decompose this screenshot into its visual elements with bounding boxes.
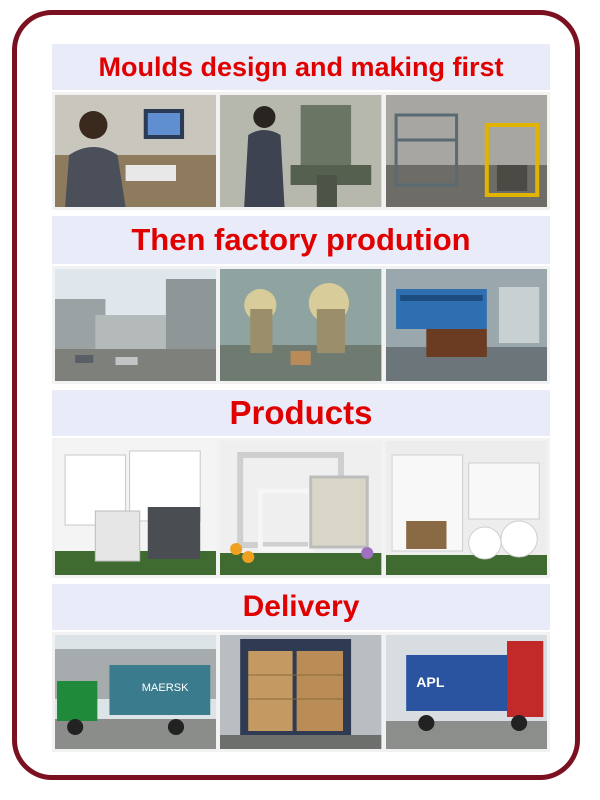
- press-machines-photo: [220, 269, 382, 381]
- engineer-at-computer-photo: [55, 95, 217, 207]
- apl-truck-photo: APL: [385, 635, 547, 749]
- access-panels-photo: [55, 441, 217, 575]
- section-heading-delivery: Delivery: [52, 584, 550, 630]
- photo-row-production: [52, 266, 550, 384]
- photo-row-products: [52, 438, 550, 578]
- framed-panels-photo: [220, 441, 382, 575]
- section-heading-products: Products: [52, 390, 550, 436]
- bending-machine-photo: [385, 269, 547, 381]
- maersk-label: MAERSK: [142, 682, 189, 694]
- apl-label: APL: [416, 674, 445, 690]
- photo-row-moulds: [52, 92, 550, 210]
- air-grilles-photo: [385, 441, 547, 575]
- section-heading-production: Then factory prodution: [52, 216, 550, 264]
- loaded-container-photo: [220, 635, 382, 749]
- milling-machine-photo: [220, 95, 382, 207]
- container-truck-photo: MAERSK: [55, 635, 217, 749]
- photo-row-delivery: MAERSK APL: [52, 632, 550, 752]
- section-heading-moulds: Moulds design and making first: [52, 44, 550, 90]
- mould-storage-photo: [385, 95, 547, 207]
- factory-exterior-photo: [55, 269, 217, 381]
